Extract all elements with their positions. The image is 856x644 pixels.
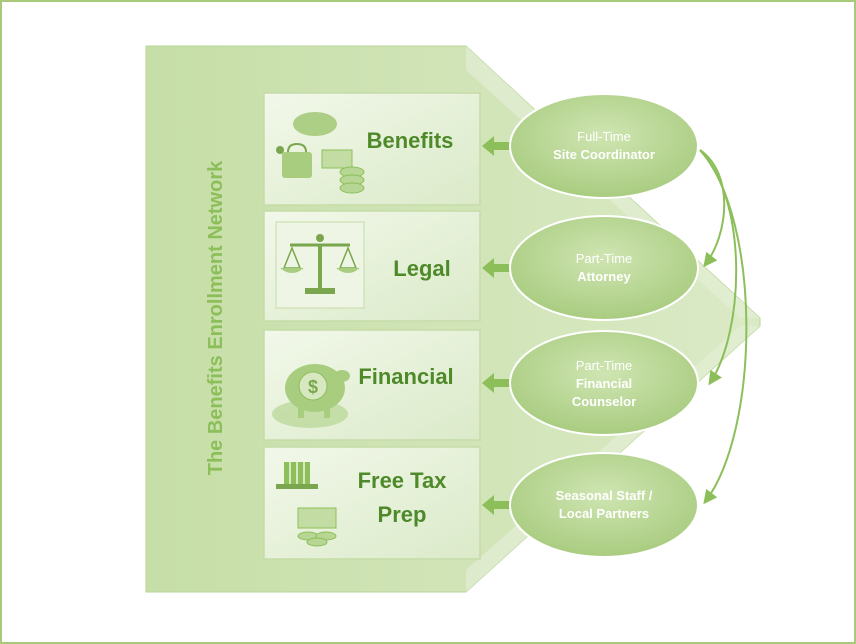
service-label-legal: Legal: [393, 256, 450, 281]
service-box-legal: Legal: [263, 210, 481, 322]
connector-to-partners: [699, 149, 748, 505]
connector-to-attorney: [699, 149, 726, 268]
stethoscope-money-icon: [276, 112, 365, 194]
staff-role-line1: Part-Time: [576, 251, 633, 266]
service-label-financial: Financial: [358, 364, 453, 389]
arrow-to-free-tax-prep: [482, 495, 516, 515]
service-label-benefits: Benefits: [367, 128, 454, 153]
staff-role-line2: Local Partners: [559, 506, 649, 521]
service-box-financial: $ Financial: [263, 329, 481, 441]
staff-ellipse-attorney: Part-Time Attorney: [509, 215, 699, 321]
uncle-sam-hat-coins-icon: [276, 462, 337, 547]
service-box-benefits: Benefits: [263, 92, 481, 206]
arrow-to-legal: [482, 258, 516, 278]
staff-role-line1: Part-Time: [576, 358, 633, 373]
staff-ellipse-financial-counselor: Part-Time Financial Counselor: [509, 330, 699, 436]
arrow-to-benefits: [482, 136, 516, 156]
staff-role-line3: Counselor: [572, 394, 636, 409]
staff-ellipse-seasonal-partners: Seasonal Staff / Local Partners: [509, 452, 699, 558]
network-title: The Benefits Enrollment Network: [205, 160, 227, 475]
staff-role-line1: Full-Time: [577, 129, 631, 144]
svg-text:$: $: [308, 377, 318, 397]
staff-role-line2: Site Coordinator: [553, 147, 655, 162]
service-arrows: [482, 136, 516, 515]
staff-role-line2: Attorney: [577, 269, 631, 284]
service-label-prep: Prep: [378, 502, 427, 527]
arrow-to-financial: [482, 373, 516, 393]
scales-of-justice-icon: [275, 221, 365, 309]
service-label-free-tax: Free Tax: [358, 468, 448, 493]
staff-role-line2: Financial: [576, 376, 632, 391]
piggy-bank-icon: $: [272, 364, 350, 428]
service-box-free-tax-prep: Free Tax Prep: [263, 446, 481, 560]
staff-ellipse-site-coordinator: Full-Time Site Coordinator: [509, 93, 699, 199]
staff-role-line1: Seasonal Staff /: [556, 488, 653, 503]
coordinator-connectors: [699, 149, 748, 505]
